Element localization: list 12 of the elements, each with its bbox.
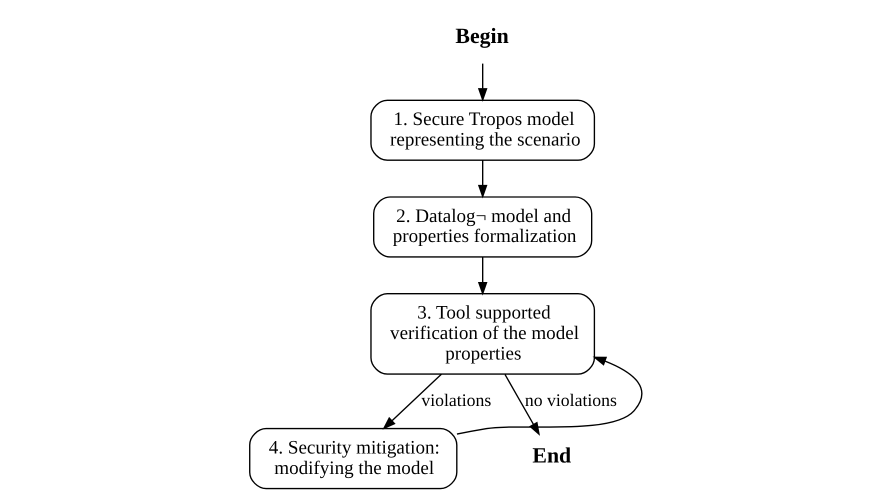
node-box: 1. Secure Tropos model representing the scenario — [370, 99, 596, 160]
arrow — [382, 373, 442, 430]
arrow — [478, 160, 488, 198]
arrow — [478, 256, 488, 296]
node-text: Begin — [455, 23, 509, 48]
edge-label: no violations — [524, 389, 617, 410]
node-text: End — [532, 442, 572, 467]
node-box: 2. Datalog¬ model and properties formalization — [373, 196, 592, 258]
node-box: 4. Security mitigation: modifying the model — [249, 427, 458, 489]
node-box: 3. Tool supported verification of the model properties — [370, 292, 596, 374]
edge-label: violations — [421, 389, 492, 410]
arrow — [478, 63, 488, 102]
